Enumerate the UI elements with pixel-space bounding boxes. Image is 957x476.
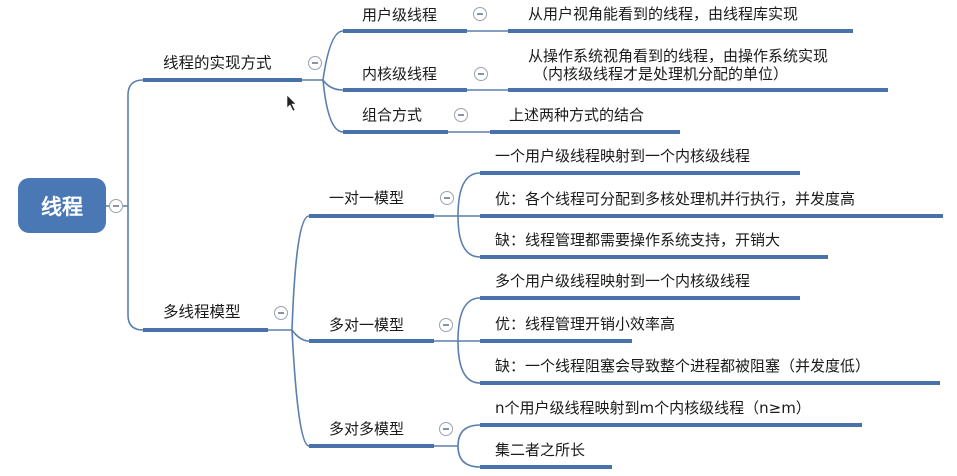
collapse-minus-icon[interactable] (473, 7, 487, 21)
impl-kernel-level-detail-1: 从操作系统视角看到的线程，由操作系统实现 (528, 47, 829, 65)
impl-kernel-level-detail-2: （内核级线程才是处理机分配的单位） (533, 65, 789, 83)
many-to-many-detail-1: n个用户级线程映射到m个内核级线程（n≥m） (495, 399, 811, 417)
collapse-minus-icon[interactable] (439, 318, 453, 332)
connector-b2-fork (268, 215, 310, 447)
mouse-cursor-icon (286, 94, 297, 112)
model-one-to-one-label[interactable]: 一对一模型 (329, 189, 405, 207)
branch-impl-label[interactable]: 线程的实现方式 (163, 54, 272, 72)
impl-combined-label[interactable]: 组合方式 (362, 106, 423, 124)
connector-b2c1-fork (434, 172, 481, 258)
connector-b1-fork (302, 30, 344, 133)
model-many-to-many-label[interactable]: 多对多模型 (329, 420, 405, 438)
collapse-minus-icon[interactable] (474, 67, 488, 81)
impl-user-level-detail: 从用户视角能看到的线程，由线程库实现 (528, 5, 799, 23)
many-to-one-detail-2: 优：线程管理开销小效率高 (495, 315, 676, 333)
connector-b2c3-fork (434, 424, 481, 468)
connector-trunk (127, 79, 144, 331)
impl-user-level-label[interactable]: 用户级线程 (362, 6, 438, 24)
collapse-minus-icon[interactable] (274, 306, 288, 320)
connector-b2c2-fork (434, 297, 481, 384)
collapse-minus-icon[interactable] (454, 108, 468, 122)
many-to-many-detail-2: 集二者之所长 (495, 441, 586, 459)
one-to-one-detail-2: 优：各个线程可分配到多核处理机并行执行，并发度高 (495, 190, 856, 208)
collapse-minus-icon[interactable] (109, 199, 123, 213)
one-to-one-detail-3: 缺：线程管理都需要操作系统支持，开销大 (495, 231, 781, 249)
root-node[interactable]: 线程 (18, 178, 106, 233)
branch-model-label[interactable]: 多线程模型 (163, 303, 241, 321)
many-to-one-detail-3: 缺：一个线程阻塞会导致整个进程都被阻塞（并发度低） (495, 357, 871, 375)
model-many-to-one-label[interactable]: 多对一模型 (329, 316, 405, 334)
collapse-minus-icon[interactable] (308, 56, 322, 70)
root-label: 线程 (41, 194, 83, 219)
impl-combined-detail: 上述两种方式的结合 (509, 106, 645, 124)
one-to-one-detail-1: 一个用户级线程映射到一个内核级线程 (495, 147, 751, 165)
many-to-one-detail-1: 多个用户级线程映射到一个内核级线程 (495, 272, 751, 290)
impl-kernel-level-label[interactable]: 内核级线程 (362, 65, 438, 83)
collapse-minus-icon[interactable] (440, 191, 454, 205)
collapse-minus-icon[interactable] (439, 422, 453, 436)
